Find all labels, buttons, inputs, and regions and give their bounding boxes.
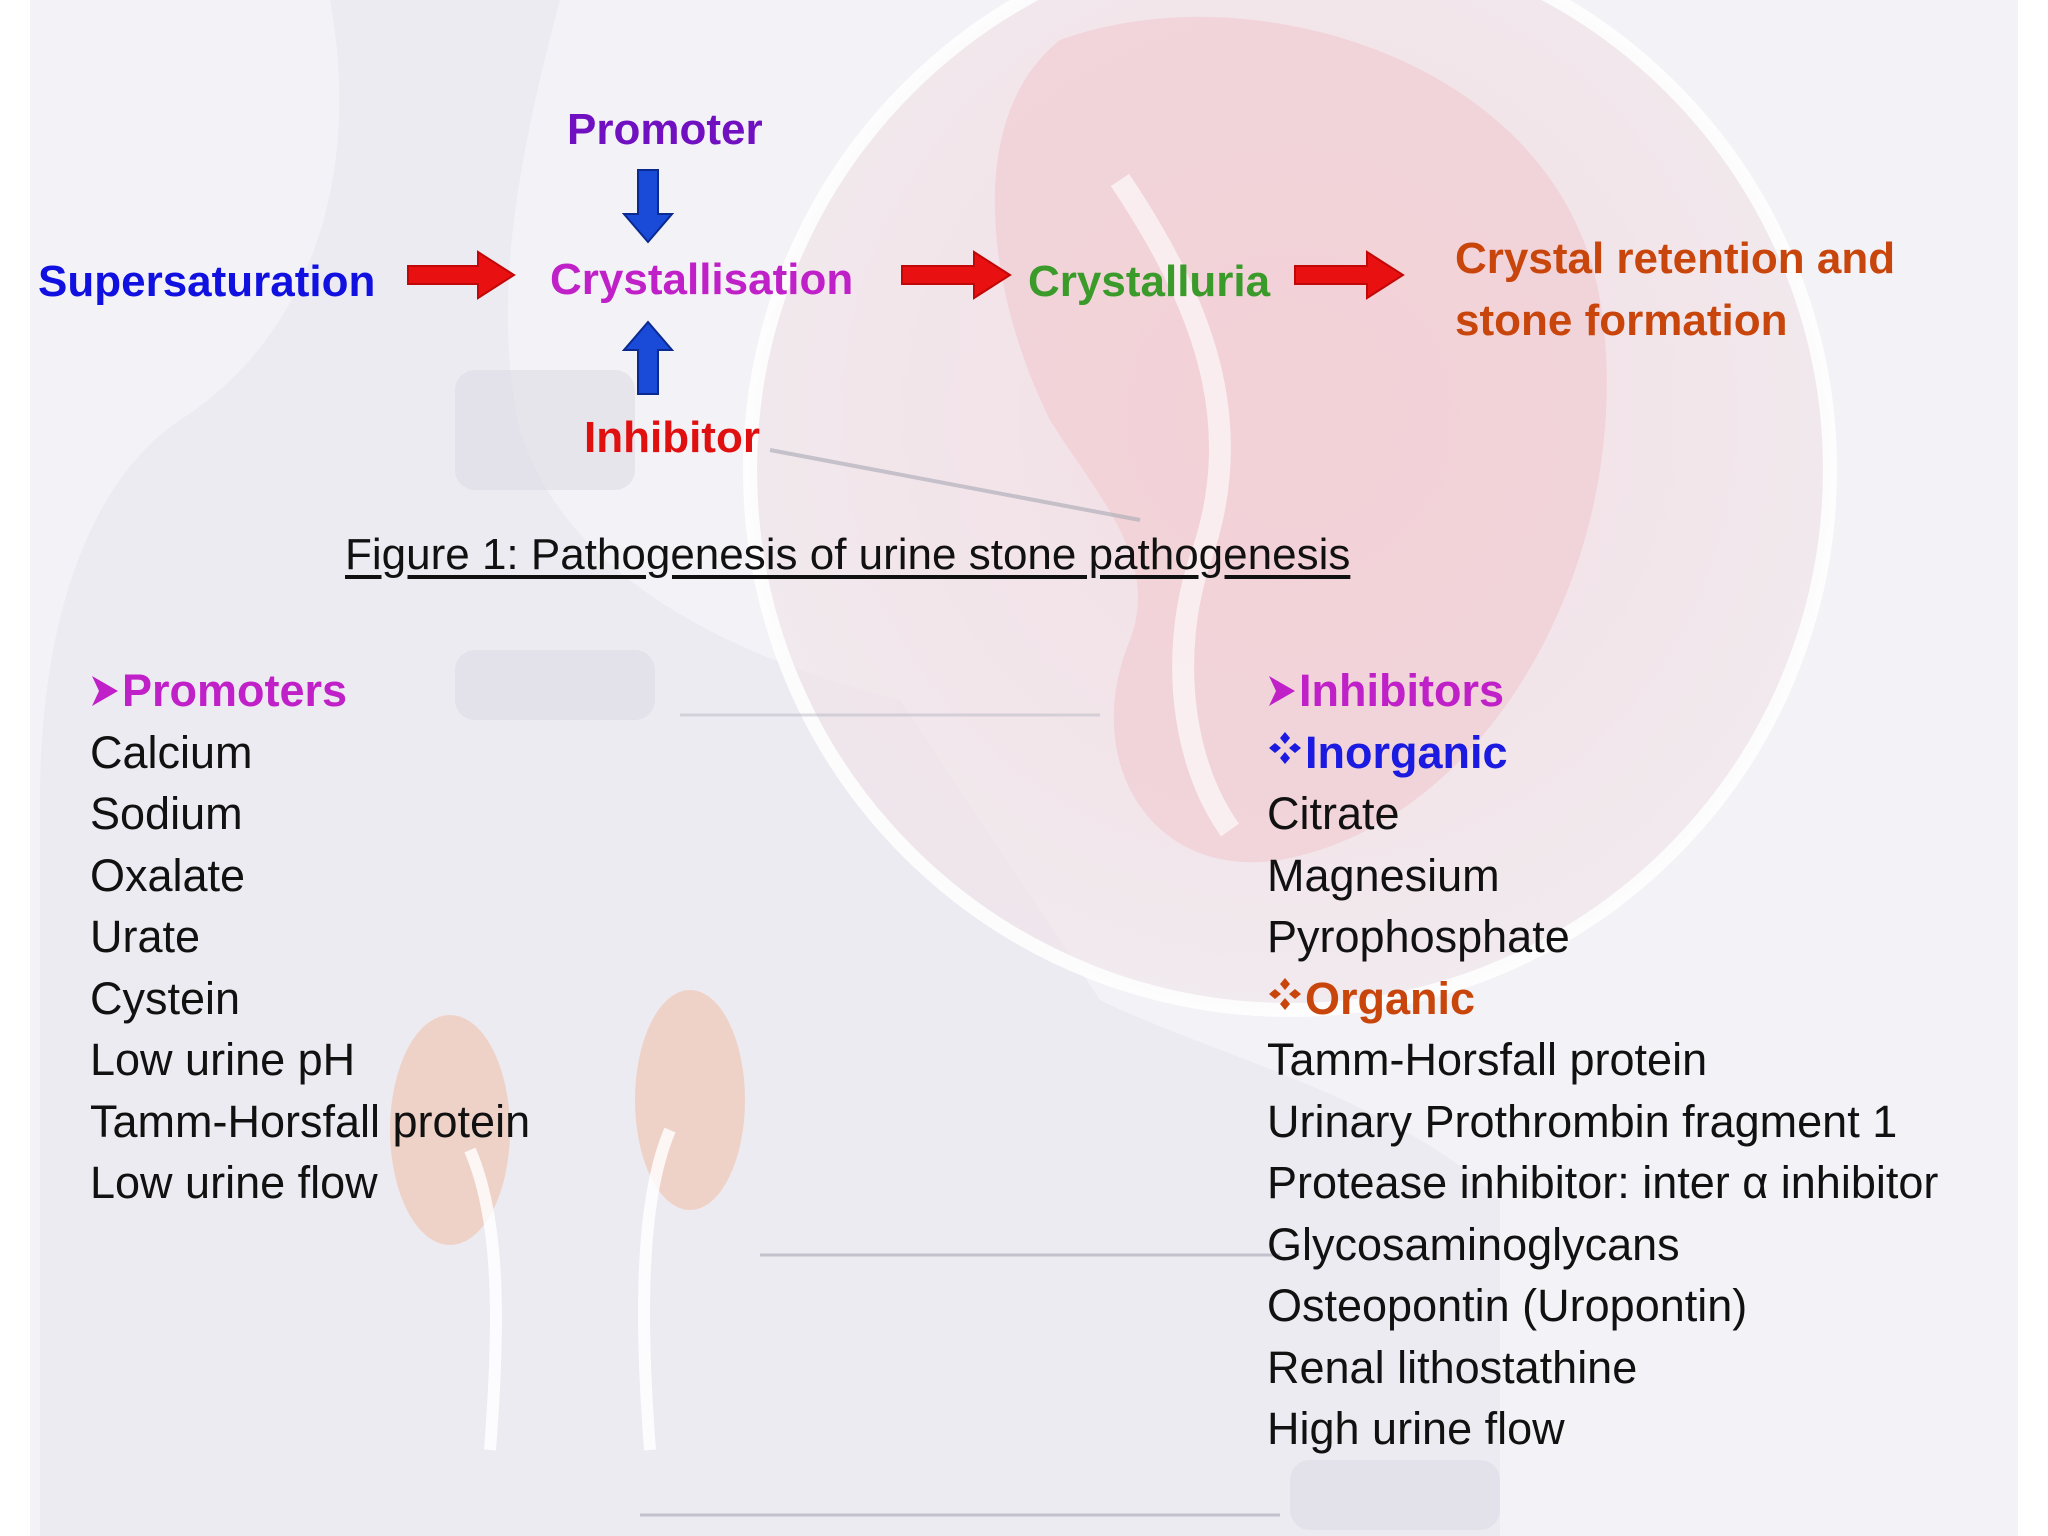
inhibitors-heading: Inhibitors: [1267, 660, 1938, 722]
list-item: Urate: [90, 911, 201, 962]
four-diamond-bullet-icon: [1269, 977, 1301, 1010]
figure-caption: Figure 1: Pathogenesis of urine stone pa…: [345, 530, 1351, 579]
inhibitors-list: Inhibitors Inorganic Citrate Magnesium P…: [1267, 660, 1938, 1460]
list-item: Osteopontin (Uropontin): [1267, 1280, 1748, 1331]
arrowhead-bullet-icon: [1269, 676, 1295, 706]
arrowhead-bullet-icon: [92, 676, 118, 706]
list-item: Low urine pH: [90, 1034, 356, 1085]
promoter-label: Promoter: [567, 105, 763, 154]
promoters-list: Promoters Calcium Sodium Oxalate Urate C…: [90, 660, 530, 1214]
list-item: Tamm-Horsfall protein: [90, 1095, 531, 1147]
red-right-arrow-icon: [1294, 250, 1405, 300]
list-item: Pyrophosphate: [1267, 911, 1570, 962]
list-item: High urine flow: [1267, 1403, 1565, 1454]
promoters-heading: Promoters: [90, 660, 530, 722]
list-item: Renal lithostathine: [1267, 1341, 1638, 1393]
crystal-retention-line2: stone formation: [1455, 296, 1788, 345]
inorganic-heading-text: Inorganic: [1305, 726, 1508, 778]
promoters-heading-text: Promoters: [122, 665, 348, 716]
red-right-arrow-icon: [407, 250, 516, 300]
list-item: Calcium: [90, 726, 253, 778]
list-item: Cystein: [90, 972, 241, 1024]
crystalluria-label: Crystalluria: [1028, 257, 1271, 306]
four-diamond-bullet-icon: [1269, 731, 1301, 764]
list-item: Sodium: [90, 788, 243, 839]
crystal-retention-line1: Crystal retention and: [1455, 234, 1896, 283]
list-item: Citrate: [1267, 788, 1400, 839]
blue-down-arrow-icon: [622, 169, 674, 244]
inhibitor-label: Inhibitor: [584, 413, 760, 462]
crystal-retention-label: Crystal retention and stone formation: [1455, 228, 1895, 352]
supersaturation-label: Supersaturation: [38, 257, 376, 306]
crystallisation-label: Crystallisation: [550, 255, 854, 304]
list-item: Oxalate: [90, 849, 246, 901]
list-item: Glycosaminoglycans: [1267, 1218, 1680, 1270]
list-item: Tamm-Horsfall protein: [1267, 1034, 1708, 1085]
red-right-arrow-icon: [901, 250, 1012, 300]
list-item: Low urine flow: [90, 1157, 378, 1208]
list-item: Magnesium: [1267, 849, 1500, 901]
inorganic-heading: Inorganic: [1267, 722, 1938, 784]
inhibitors-heading-text: Inhibitors: [1299, 665, 1504, 716]
organic-heading: Organic: [1267, 968, 1938, 1030]
list-item: Protease inhibitor: inter α inhibitor: [1267, 1157, 1939, 1208]
blue-up-arrow-icon: [622, 320, 674, 395]
organic-heading-text: Organic: [1305, 972, 1476, 1024]
list-item: Urinary Prothrombin fragment 1: [1267, 1095, 1898, 1147]
